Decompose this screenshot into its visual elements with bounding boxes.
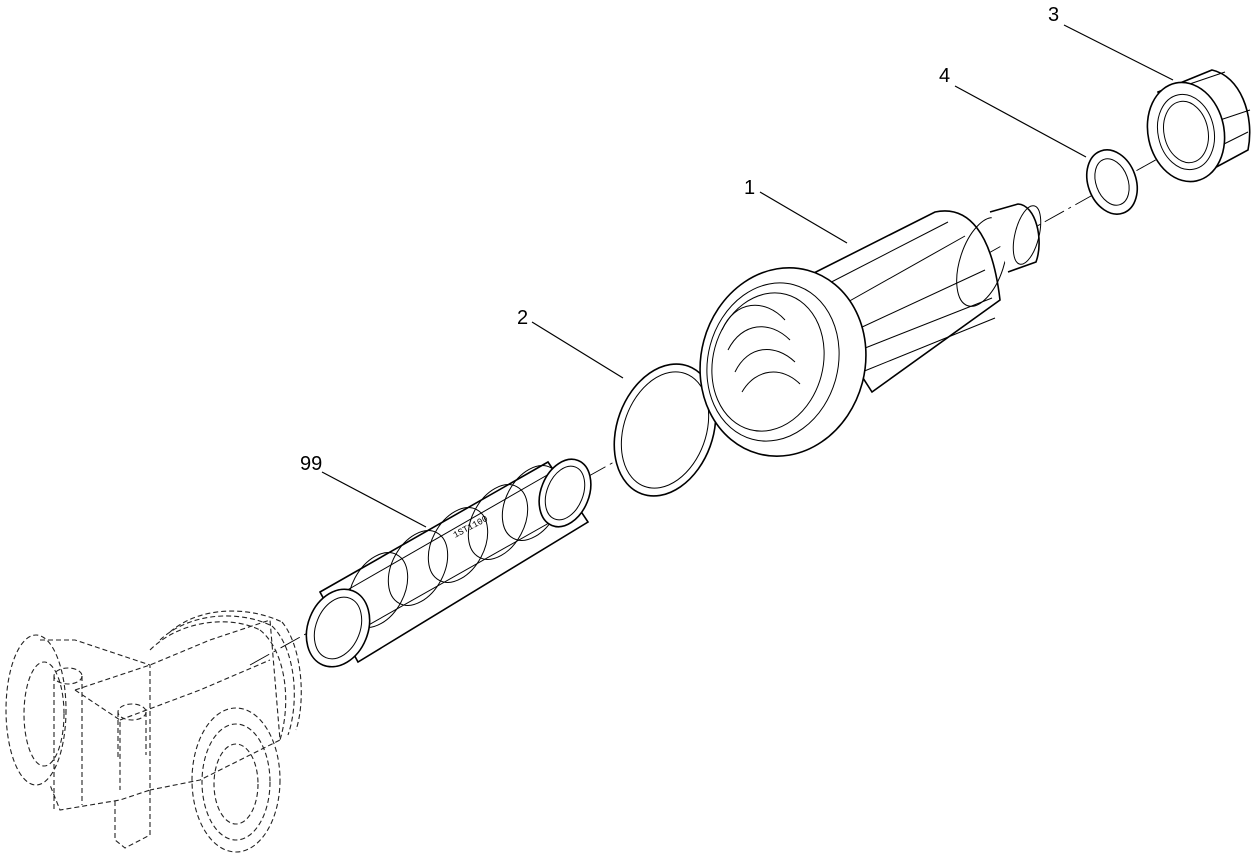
leader-line-4	[954, 85, 1087, 158]
leader-line-2	[531, 321, 624, 379]
callout-99: 99	[300, 453, 322, 475]
leader-line-3	[1063, 24, 1174, 81]
callout-4: 4	[939, 65, 950, 87]
part-3-union-nut	[1146, 69, 1251, 183]
callout-2: 2	[517, 307, 528, 329]
part-1-filter-bowl	[699, 203, 1042, 457]
part-4-seal-ring	[1085, 149, 1139, 215]
part-99-filter-screen: 1ST1100	[305, 458, 592, 668]
part-2-o-ring	[613, 363, 717, 497]
callout-1: 1	[744, 177, 755, 199]
leader-line-99	[321, 471, 427, 528]
valve-body-phantom	[5, 610, 302, 853]
callout-3: 3	[1048, 4, 1059, 26]
leader-line-1	[759, 191, 848, 244]
